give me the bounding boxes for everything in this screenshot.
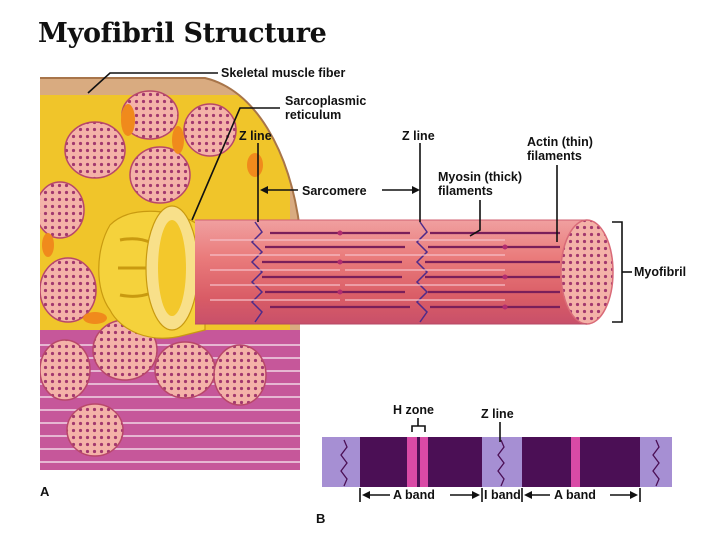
label-a-band-left: A band bbox=[393, 488, 435, 502]
label-i-band: I band bbox=[484, 488, 521, 502]
label-z-line-b: Z line bbox=[481, 407, 514, 421]
label-myosin-line2: filaments bbox=[438, 184, 493, 198]
skeletal-muscle-fiber bbox=[40, 77, 301, 470]
page-title: Myofibril Structure bbox=[38, 18, 327, 49]
label-actin-line1: Actin (thin) bbox=[527, 135, 593, 149]
label-myosin-line1: Myosin (thick) bbox=[438, 170, 523, 184]
label-z-line-left: Z line bbox=[239, 129, 272, 143]
label-sarcomere: Sarcomere bbox=[302, 184, 367, 198]
label-sarcoplasmic-reticulum-line1: Sarcoplasmic bbox=[285, 94, 367, 108]
label-h-zone: H zone bbox=[393, 403, 434, 417]
panel-label-a: A bbox=[40, 484, 50, 499]
label-actin-line2: filaments bbox=[527, 149, 582, 163]
sarcomere-arrow bbox=[260, 186, 420, 194]
sarcoplasmic-reticulum bbox=[98, 205, 206, 339]
panel-label-b: B bbox=[316, 511, 326, 526]
leader-lines bbox=[87, 72, 632, 323]
label-a-band-right: A band bbox=[554, 488, 596, 502]
band-markers bbox=[359, 418, 641, 502]
band-strip bbox=[322, 437, 672, 487]
label-z-line-right: Z line bbox=[402, 129, 435, 143]
label-sarcoplasmic-reticulum-line2: reticulum bbox=[285, 108, 342, 122]
myofibril-cylinder bbox=[195, 219, 614, 325]
label-skeletal-muscle-fiber: Skeletal muscle fiber bbox=[221, 66, 346, 80]
label-myofibril: Myofibril bbox=[634, 265, 687, 279]
